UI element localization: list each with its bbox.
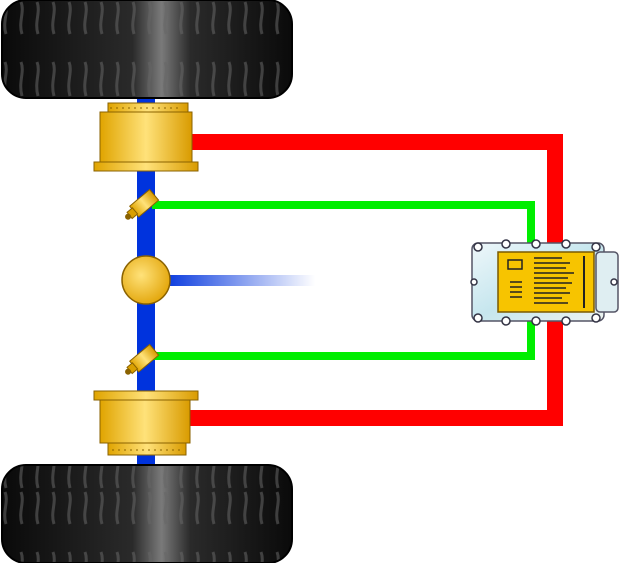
- drive-shaft: [160, 275, 315, 286]
- sensor-line-bottom: [152, 315, 535, 360]
- brake-caliper-bottom: [93, 390, 199, 456]
- wheel-speed-sensor-top: [125, 188, 160, 220]
- wheel-speed-sensor-bottom: [125, 343, 160, 375]
- brake-caliper-top: [93, 102, 199, 172]
- sensor-line-top: [152, 201, 535, 252]
- rear-tire: [1, 464, 293, 563]
- brake-line-top: [190, 134, 563, 252]
- differential: [121, 255, 171, 305]
- front-tire: [1, 0, 293, 99]
- brake-line-bottom: [188, 315, 563, 426]
- abs-control-unit: [470, 239, 619, 326]
